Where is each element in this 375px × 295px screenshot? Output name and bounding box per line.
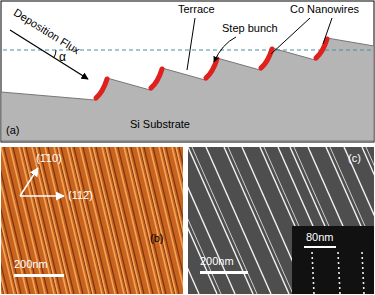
si-substrate — [1, 38, 374, 141]
scale-bar — [14, 274, 64, 277]
label-text: Terrace — [178, 3, 215, 16]
label-text: (a) — [6, 124, 19, 137]
angle-arc — [54, 50, 56, 58]
panel-frame — [1, 1, 374, 142]
step-shadow — [131, 147, 166, 294]
nanowire-line — [338, 252, 340, 294]
step-shadow — [48, 147, 83, 294]
axis-arrow — [20, 195, 64, 197]
nanowire-line — [188, 147, 253, 294]
co-nanowire — [96, 79, 107, 98]
label-text: (1̄10) — [36, 152, 62, 165]
step-stripe — [176, 147, 183, 294]
co-nanowire — [151, 69, 162, 88]
sem-image — [188, 147, 374, 294]
scale-bar — [304, 246, 336, 248]
label-text: 80nm — [306, 231, 334, 244]
step-shadow — [13, 147, 48, 294]
step-shadow — [109, 147, 144, 294]
step-shadow — [127, 147, 162, 294]
step-shadow — [83, 147, 118, 294]
label-text: (112̄) — [68, 189, 93, 202]
step-shadow — [70, 147, 105, 294]
step-shadow — [22, 147, 57, 294]
label-text: Co Nanowires — [290, 3, 359, 16]
step-shadow — [144, 147, 179, 294]
label-text: Si Substrate — [130, 118, 190, 131]
afm-image — [1, 147, 183, 294]
step-shadow — [118, 147, 153, 294]
step-shadow — [39, 147, 74, 294]
step-shadow — [175, 147, 183, 294]
leader-line — [323, 18, 332, 44]
co-nanowire — [261, 49, 272, 68]
label-text: 200nm — [14, 258, 48, 271]
sem-ground — [188, 147, 374, 294]
step-shadow — [105, 147, 140, 294]
step-shadow — [35, 147, 70, 294]
axis-arrow — [20, 168, 38, 196]
step-shadow — [96, 147, 131, 294]
step-shadow — [179, 147, 183, 294]
leader-arrow — [214, 37, 236, 62]
label-text: Step bunch — [222, 22, 278, 35]
scale-bar — [200, 271, 248, 274]
leader-line — [187, 18, 195, 70]
step-shadow — [74, 147, 109, 294]
label-text: (c) — [348, 152, 361, 165]
label-text: α — [59, 51, 66, 64]
step-shadow — [92, 147, 127, 294]
step-shadow — [26, 147, 61, 294]
nanowire-line — [312, 252, 314, 294]
step-shadow — [57, 147, 92, 294]
nanowire-line — [192, 147, 257, 294]
nanowire-line — [362, 252, 364, 294]
label-text: (b) — [150, 232, 163, 245]
step-shadow — [140, 147, 175, 294]
reference-line — [3, 50, 372, 51]
co-nanowire — [206, 59, 217, 78]
co-nanowire — [316, 39, 327, 58]
step-shadow — [61, 147, 96, 294]
step-shadow — [4, 147, 39, 294]
step-stripe — [1, 147, 27, 294]
inset-image — [292, 226, 374, 294]
label-text: 200nm — [200, 255, 234, 268]
